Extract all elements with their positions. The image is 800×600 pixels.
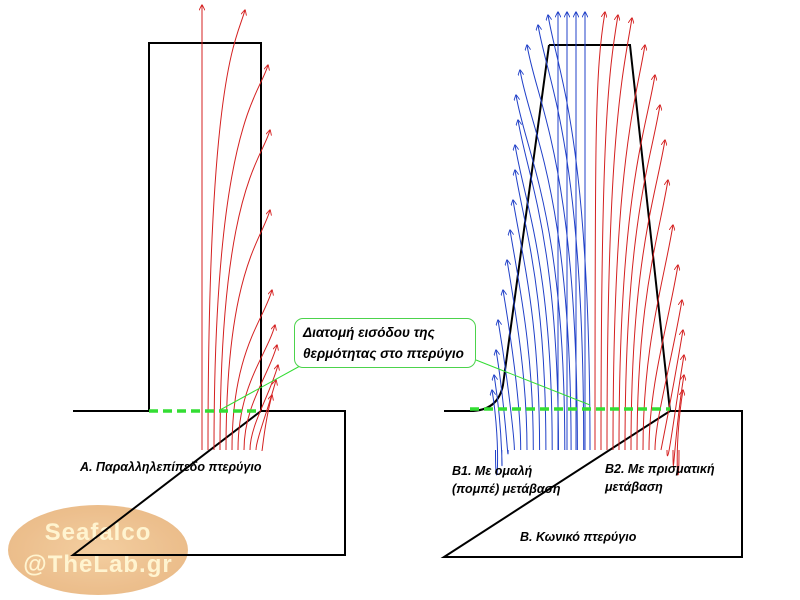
label-b1: Β1. Με ομαλή (πομπέ) μετάβαση bbox=[452, 462, 561, 498]
heat-flow-line bbox=[624, 105, 660, 451]
entry-section-callout: Διατομή εισόδου της θερμότητας στο πτερύ… bbox=[294, 318, 476, 368]
label-b2-line1: Β2. Με πρισματική bbox=[605, 462, 715, 476]
label-b2-line2: μετάβαση bbox=[605, 480, 663, 494]
heat-flow-line bbox=[503, 290, 522, 451]
heat-flow-line bbox=[219, 130, 270, 451]
heat-flow-line bbox=[492, 390, 499, 476]
heat-flow-line bbox=[249, 365, 278, 451]
watermark-logo: Seafalco @TheLab.gr bbox=[8, 505, 188, 595]
heat-flow-line bbox=[520, 70, 572, 451]
heat-flow-line bbox=[494, 375, 503, 467]
heat-flow-line bbox=[548, 15, 591, 451]
heat-flow-line bbox=[498, 320, 515, 451]
label-b1-line1: Β1. Με ομαλή bbox=[452, 464, 533, 478]
label-fin-a: Α. Παραλληλεπίπεδο πτερύγιο bbox=[80, 460, 262, 474]
heat-flow-line bbox=[510, 230, 534, 451]
heat-flow-line bbox=[676, 390, 683, 476]
heat-flow-line bbox=[630, 140, 665, 451]
callout-pointer-b bbox=[475, 359, 591, 406]
heat-flow-line bbox=[243, 345, 277, 451]
heat-flow-line bbox=[660, 330, 683, 451]
heat-flow-line bbox=[496, 350, 509, 455]
heat-flow-line bbox=[255, 380, 276, 451]
callout-pointer-a bbox=[219, 365, 301, 411]
heat-flow-line bbox=[507, 260, 528, 451]
heat-flow-line bbox=[261, 395, 272, 451]
base-a-outline bbox=[70, 410, 346, 556]
heat-flow-line bbox=[642, 225, 673, 451]
base-b-outline bbox=[440, 410, 743, 558]
heat-flow-line bbox=[213, 65, 268, 451]
callout-line2: θερμότητας στο πτερύγιο bbox=[303, 346, 464, 361]
watermark-line1: Seafalco bbox=[44, 519, 152, 546]
heat-flow-line bbox=[654, 300, 682, 451]
callout-line1: Διατομή εισόδου της bbox=[303, 325, 435, 340]
heat-flow-line bbox=[225, 210, 270, 451]
heat-flow-line bbox=[518, 120, 559, 451]
heat-flow-line bbox=[612, 45, 645, 451]
label-fin-b: Β. Κωνικό πτερύγιο bbox=[520, 530, 637, 544]
heat-flow-line bbox=[231, 290, 272, 451]
heat-flow-line bbox=[527, 45, 578, 451]
heat-flow-line bbox=[606, 18, 632, 451]
fin-a-outline bbox=[148, 42, 262, 411]
heat-flow-line bbox=[648, 265, 678, 451]
label-b1-line2: (πομπέ) μετάβαση bbox=[452, 482, 561, 496]
heat-flow-line bbox=[636, 180, 668, 451]
heat-flow-line bbox=[515, 170, 547, 451]
heat-flow-line bbox=[538, 25, 585, 451]
heat-flow-line bbox=[600, 15, 618, 451]
heat-flow-line bbox=[513, 200, 541, 451]
label-b2: Β2. Με πρισματική μετάβαση bbox=[605, 460, 715, 496]
heat-flow-line bbox=[594, 12, 605, 451]
heat-flow-line bbox=[237, 325, 275, 451]
heat-flow-line bbox=[515, 145, 553, 451]
heat-flow-line bbox=[618, 75, 655, 451]
heat-flow-line bbox=[207, 10, 245, 451]
